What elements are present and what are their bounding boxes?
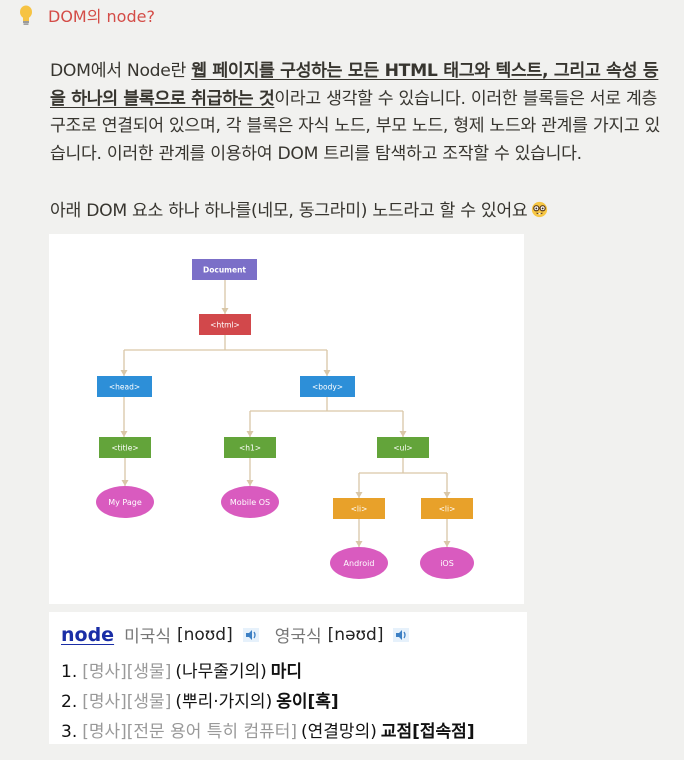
node-body-label: <body>: [312, 383, 343, 392]
node-li-1: <li>: [333, 498, 385, 519]
definition-gloss: (나무줄기의): [175, 662, 267, 682]
node-h1-label: <h1>: [239, 444, 261, 453]
definition-number: 1.: [61, 662, 78, 682]
connector-arrow: [246, 431, 254, 437]
node-head-label: <head>: [109, 383, 140, 392]
uk-speaker-icon[interactable]: [391, 625, 411, 645]
us-label: 미국식: [124, 627, 171, 647]
tree-nodes: Document <html> <head> <body> <title> <h1> <ul…: [96, 259, 474, 579]
connector-arrow: [443, 541, 451, 547]
node-li-1-box: [333, 498, 385, 519]
connector-arrow: [120, 431, 128, 437]
definition-gloss: (연결망의): [301, 722, 377, 742]
text-node-mobile-os-label: Mobile OS: [230, 498, 270, 507]
connector-arrow: [121, 480, 129, 486]
text-node-android-label: Android: [344, 559, 375, 568]
text-node-ios-label: iOS: [440, 559, 454, 568]
node-title-box: [99, 437, 151, 458]
node-li-2-box: [421, 498, 473, 519]
node-html-box: [199, 314, 251, 335]
text-node-my-page-label: My Page: [108, 498, 142, 507]
definition-number: 3.: [61, 722, 78, 742]
definition-1: 1.[명사][생물](나무줄기의)마디: [61, 657, 302, 682]
dictionary-header: node 미국식 [noʊd] 영국식 [nəʊd]: [61, 622, 425, 647]
definition-meaning: 옹이[혹]: [276, 692, 339, 712]
node-li-2-label: <li>: [439, 505, 456, 514]
node-body: <body>: [300, 376, 355, 397]
definition-2: 2.[명사][생물](뿌리·가지의)옹이[혹]: [61, 687, 339, 712]
text-node-android: Android: [330, 547, 388, 579]
node-document: Document: [192, 259, 257, 280]
dom-tree-svg: Document <html> <head> <body> <title> <h1> <ul…: [96, 259, 474, 579]
definition-tags: [명사][생물]: [82, 662, 172, 682]
connector-arrow: [355, 541, 363, 547]
definition-tags: [명사][생물]: [82, 692, 172, 712]
uk-pronunciation: [nəʊd]: [327, 624, 384, 645]
connector-arrow: [355, 492, 363, 498]
definition-tags: [명사][전문 용어 특히 컴퓨터]: [82, 722, 298, 742]
description-paragraph: DOM에서 Node란 웹 페이지를 구성하는 모든 HTML 태그와 텍스트,…: [50, 58, 666, 168]
definition-number: 2.: [61, 692, 78, 712]
paragraph-text-1: DOM에서 Node란: [50, 61, 192, 81]
uk-label: 영국식: [274, 627, 322, 647]
dom-tree-diagram: Document <html> <head> <body> <title> <h1> <ul…: [49, 234, 524, 604]
node-head: <head>: [97, 376, 152, 397]
node-h1-box: [224, 437, 276, 458]
node-ul-box: [377, 437, 429, 458]
callout-header: DOM의 node?: [18, 2, 155, 28]
text-node-my-page-shape: [96, 486, 154, 518]
definition-meaning: 마디: [270, 662, 303, 682]
connector-arrow: [120, 370, 128, 376]
text-node-ios-shape: [420, 547, 474, 579]
text-node-mobile-os: Mobile OS: [221, 486, 279, 518]
callout-title: DOM의 node?: [48, 7, 155, 26]
text-node-ios: iOS: [420, 547, 474, 579]
connector-arrow: [246, 480, 254, 486]
paragraph-text-2: 이라고 생각할 수 있습니다. 이러한 블록들은 서로 계층 구조로 연결되어 …: [50, 88, 661, 164]
definition-meaning: 교점[접속점]: [380, 722, 475, 742]
node-title-label: <title>: [111, 444, 138, 453]
node-document-label: Document: [203, 266, 246, 275]
node-note-text: 아래 DOM 요소 하나 하나를(네모, 동그라미) 노드라고 할 수 있어요: [50, 201, 528, 221]
definition-gloss: (뿌리·가지의): [175, 692, 273, 712]
node-ul: <ul>: [377, 437, 429, 458]
connector-arrow: [323, 370, 331, 376]
node-html: <html>: [199, 314, 251, 335]
lightbulb-icon: [20, 5, 32, 25]
paragraph-bold-definition: 웹 페이지를 구성하는 모든 HTML 태그와 텍스트, 그리고 속성 등을 하…: [50, 61, 659, 109]
node-body-box: [300, 376, 355, 397]
tree-connectors: [120, 280, 451, 547]
us-speaker-icon[interactable]: [241, 625, 261, 645]
node-ul-label: <ul>: [393, 444, 412, 453]
node-h1: <h1>: [224, 437, 276, 458]
text-node-android-shape: [330, 547, 388, 579]
us-pronunciation: [noʊd]: [177, 624, 233, 645]
nerd-face-icon: [532, 201, 548, 218]
definition-3: 3.[명사][전문 용어 특히 컴퓨터](연결망의)교점[접속점]: [61, 717, 475, 742]
node-html-label: <html>: [210, 321, 240, 330]
node-head-box: [97, 376, 152, 397]
node-li-1-label: <li>: [351, 505, 368, 514]
node-note-paragraph: 아래 DOM 요소 하나 하나를(네모, 동그라미) 노드라고 할 수 있어요: [50, 198, 670, 225]
text-node-mobile-os-shape: [221, 486, 279, 518]
node-li-2: <li>: [421, 498, 473, 519]
connector-arrow: [443, 492, 451, 498]
dictionary-card: node 미국식 [noʊd] 영국식 [nəʊd] 1.[명사][생물](나무…: [49, 612, 527, 744]
node-title: <title>: [99, 437, 151, 458]
node-document-box: [192, 259, 257, 280]
dictionary-word-link[interactable]: node: [61, 623, 115, 646]
connector-arrow: [221, 308, 229, 314]
connector-arrow: [399, 431, 407, 437]
text-node-my-page: My Page: [96, 486, 154, 518]
